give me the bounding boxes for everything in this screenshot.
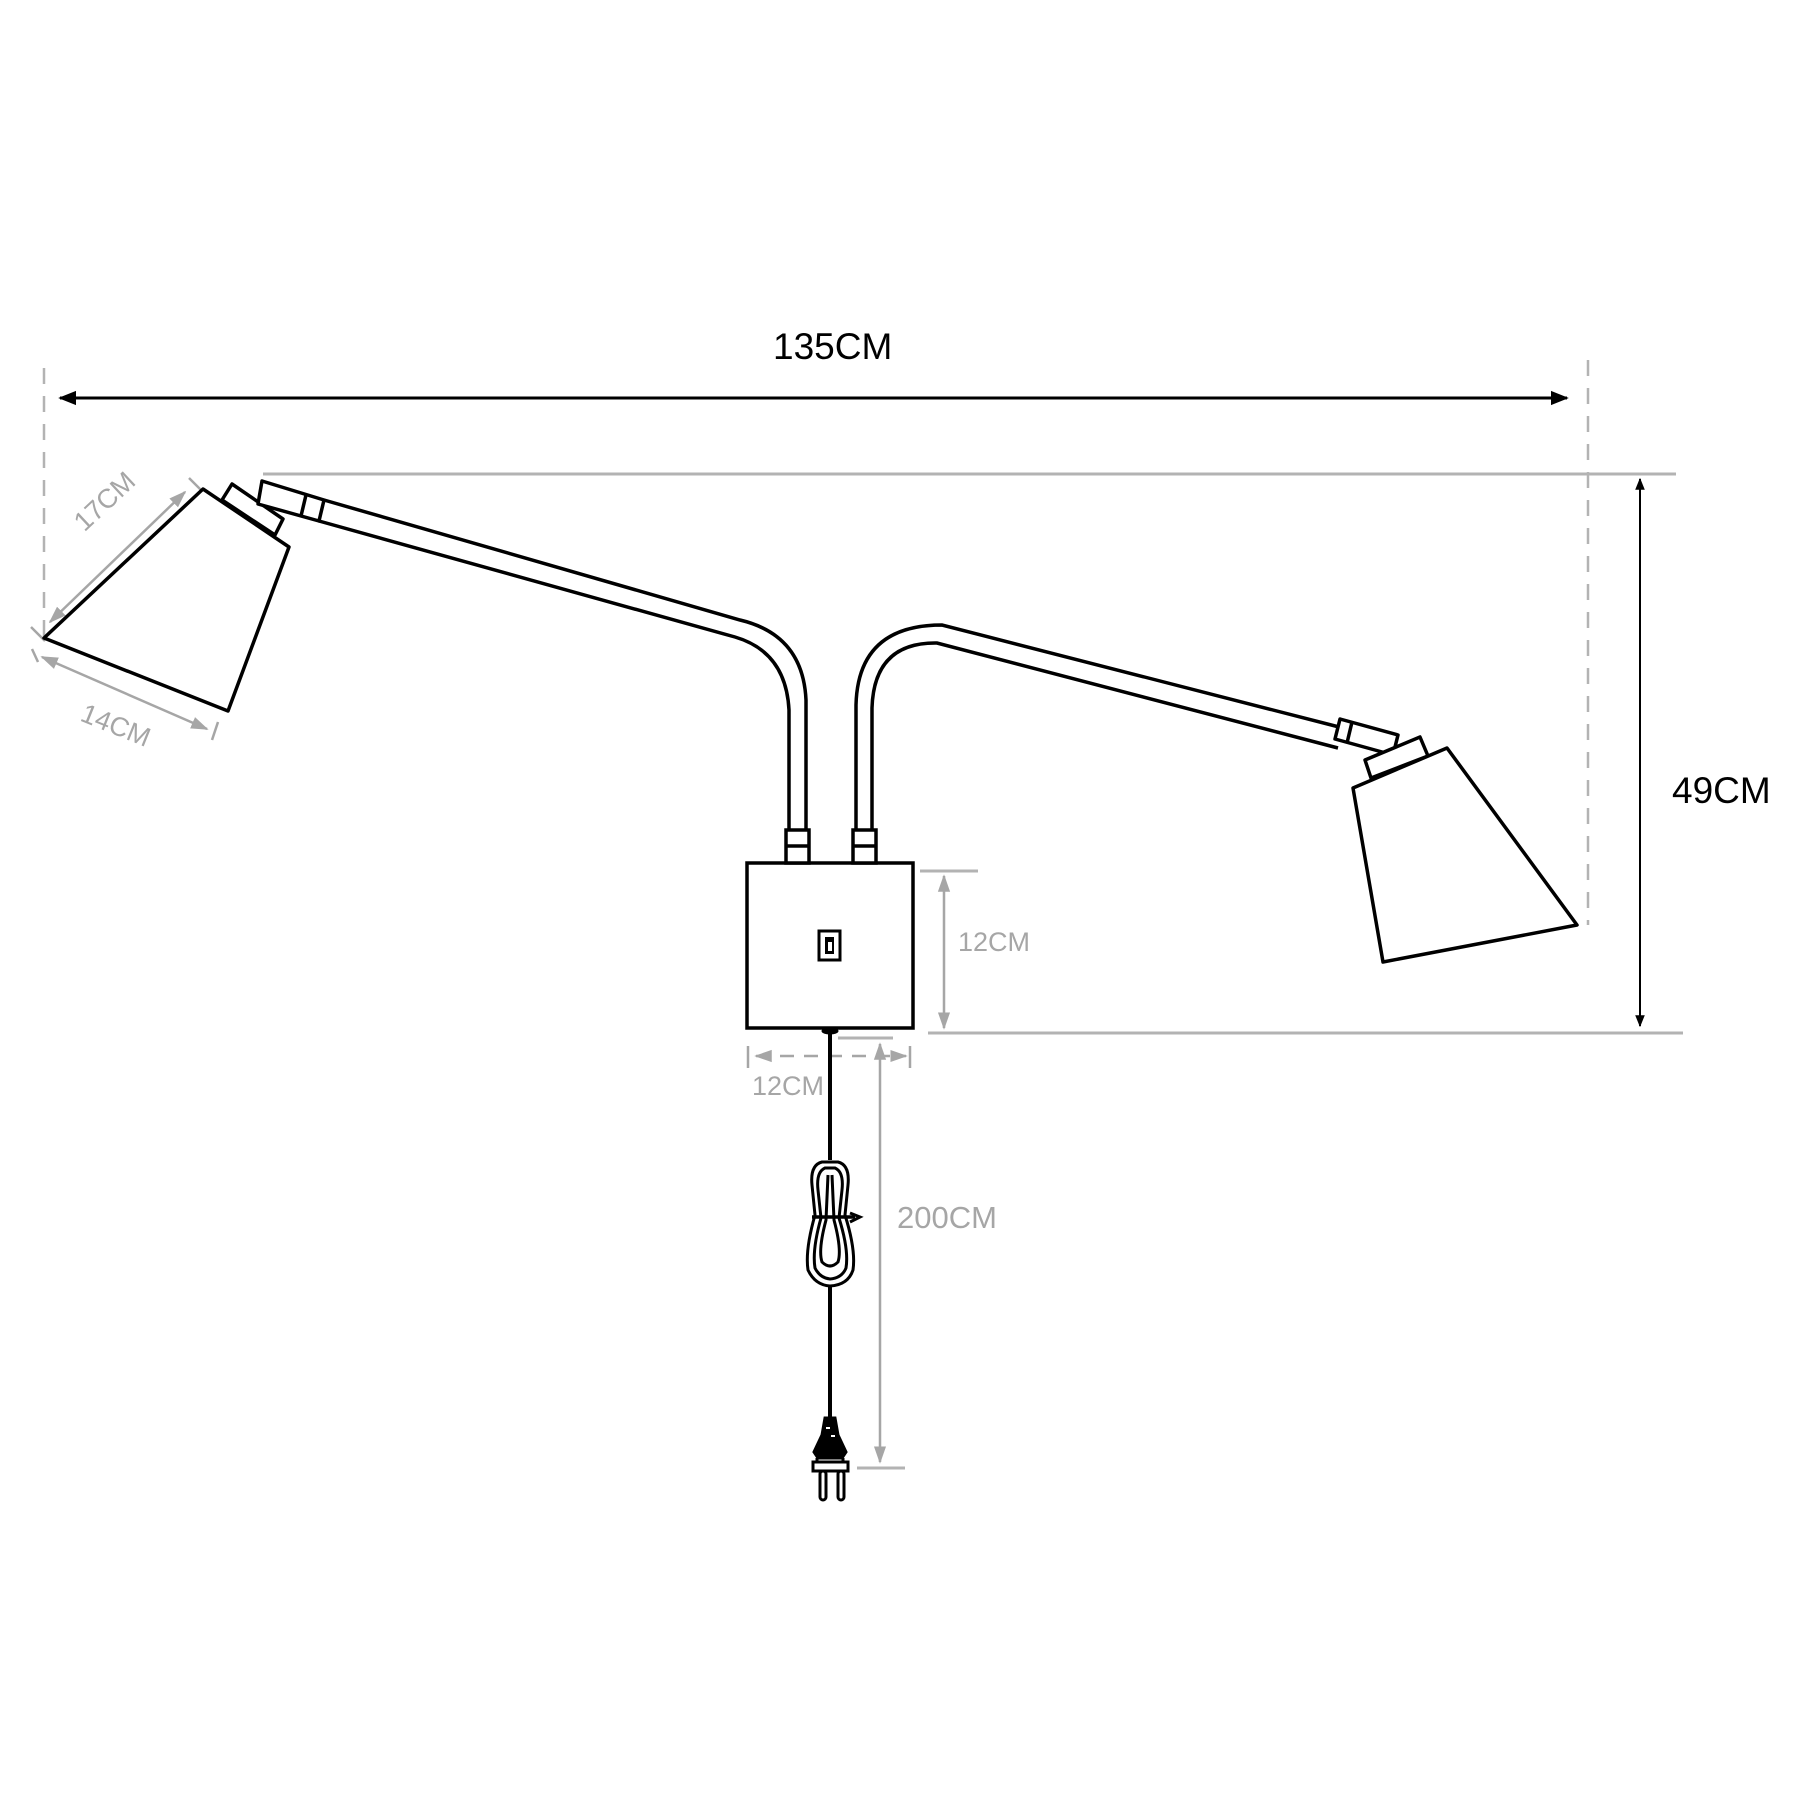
- left-lamp: [42, 479, 326, 713]
- euro-plug: [811, 1416, 850, 1502]
- power-cable: [805, 1027, 864, 1420]
- right-lamp-shade: [1351, 746, 1579, 964]
- left-arm: [318, 498, 811, 952]
- wall-base: [745, 828, 915, 1030]
- power-cable-coil: [805, 1160, 864, 1288]
- right-arm: [851, 623, 1344, 952]
- total-width-label: 135CM: [773, 326, 893, 367]
- right-lamp: [1333, 717, 1579, 964]
- total-height-label: 49CM: [1672, 770, 1771, 811]
- base-height-label: 12CM: [958, 927, 1031, 957]
- base-width-label: 12CM: [752, 1071, 825, 1101]
- gray-dimension-arrows: [30, 477, 951, 1464]
- left-lamp-shade: [42, 487, 291, 713]
- extension-lines: [42, 360, 1683, 1470]
- cable-length-label: 200CM: [897, 1200, 997, 1235]
